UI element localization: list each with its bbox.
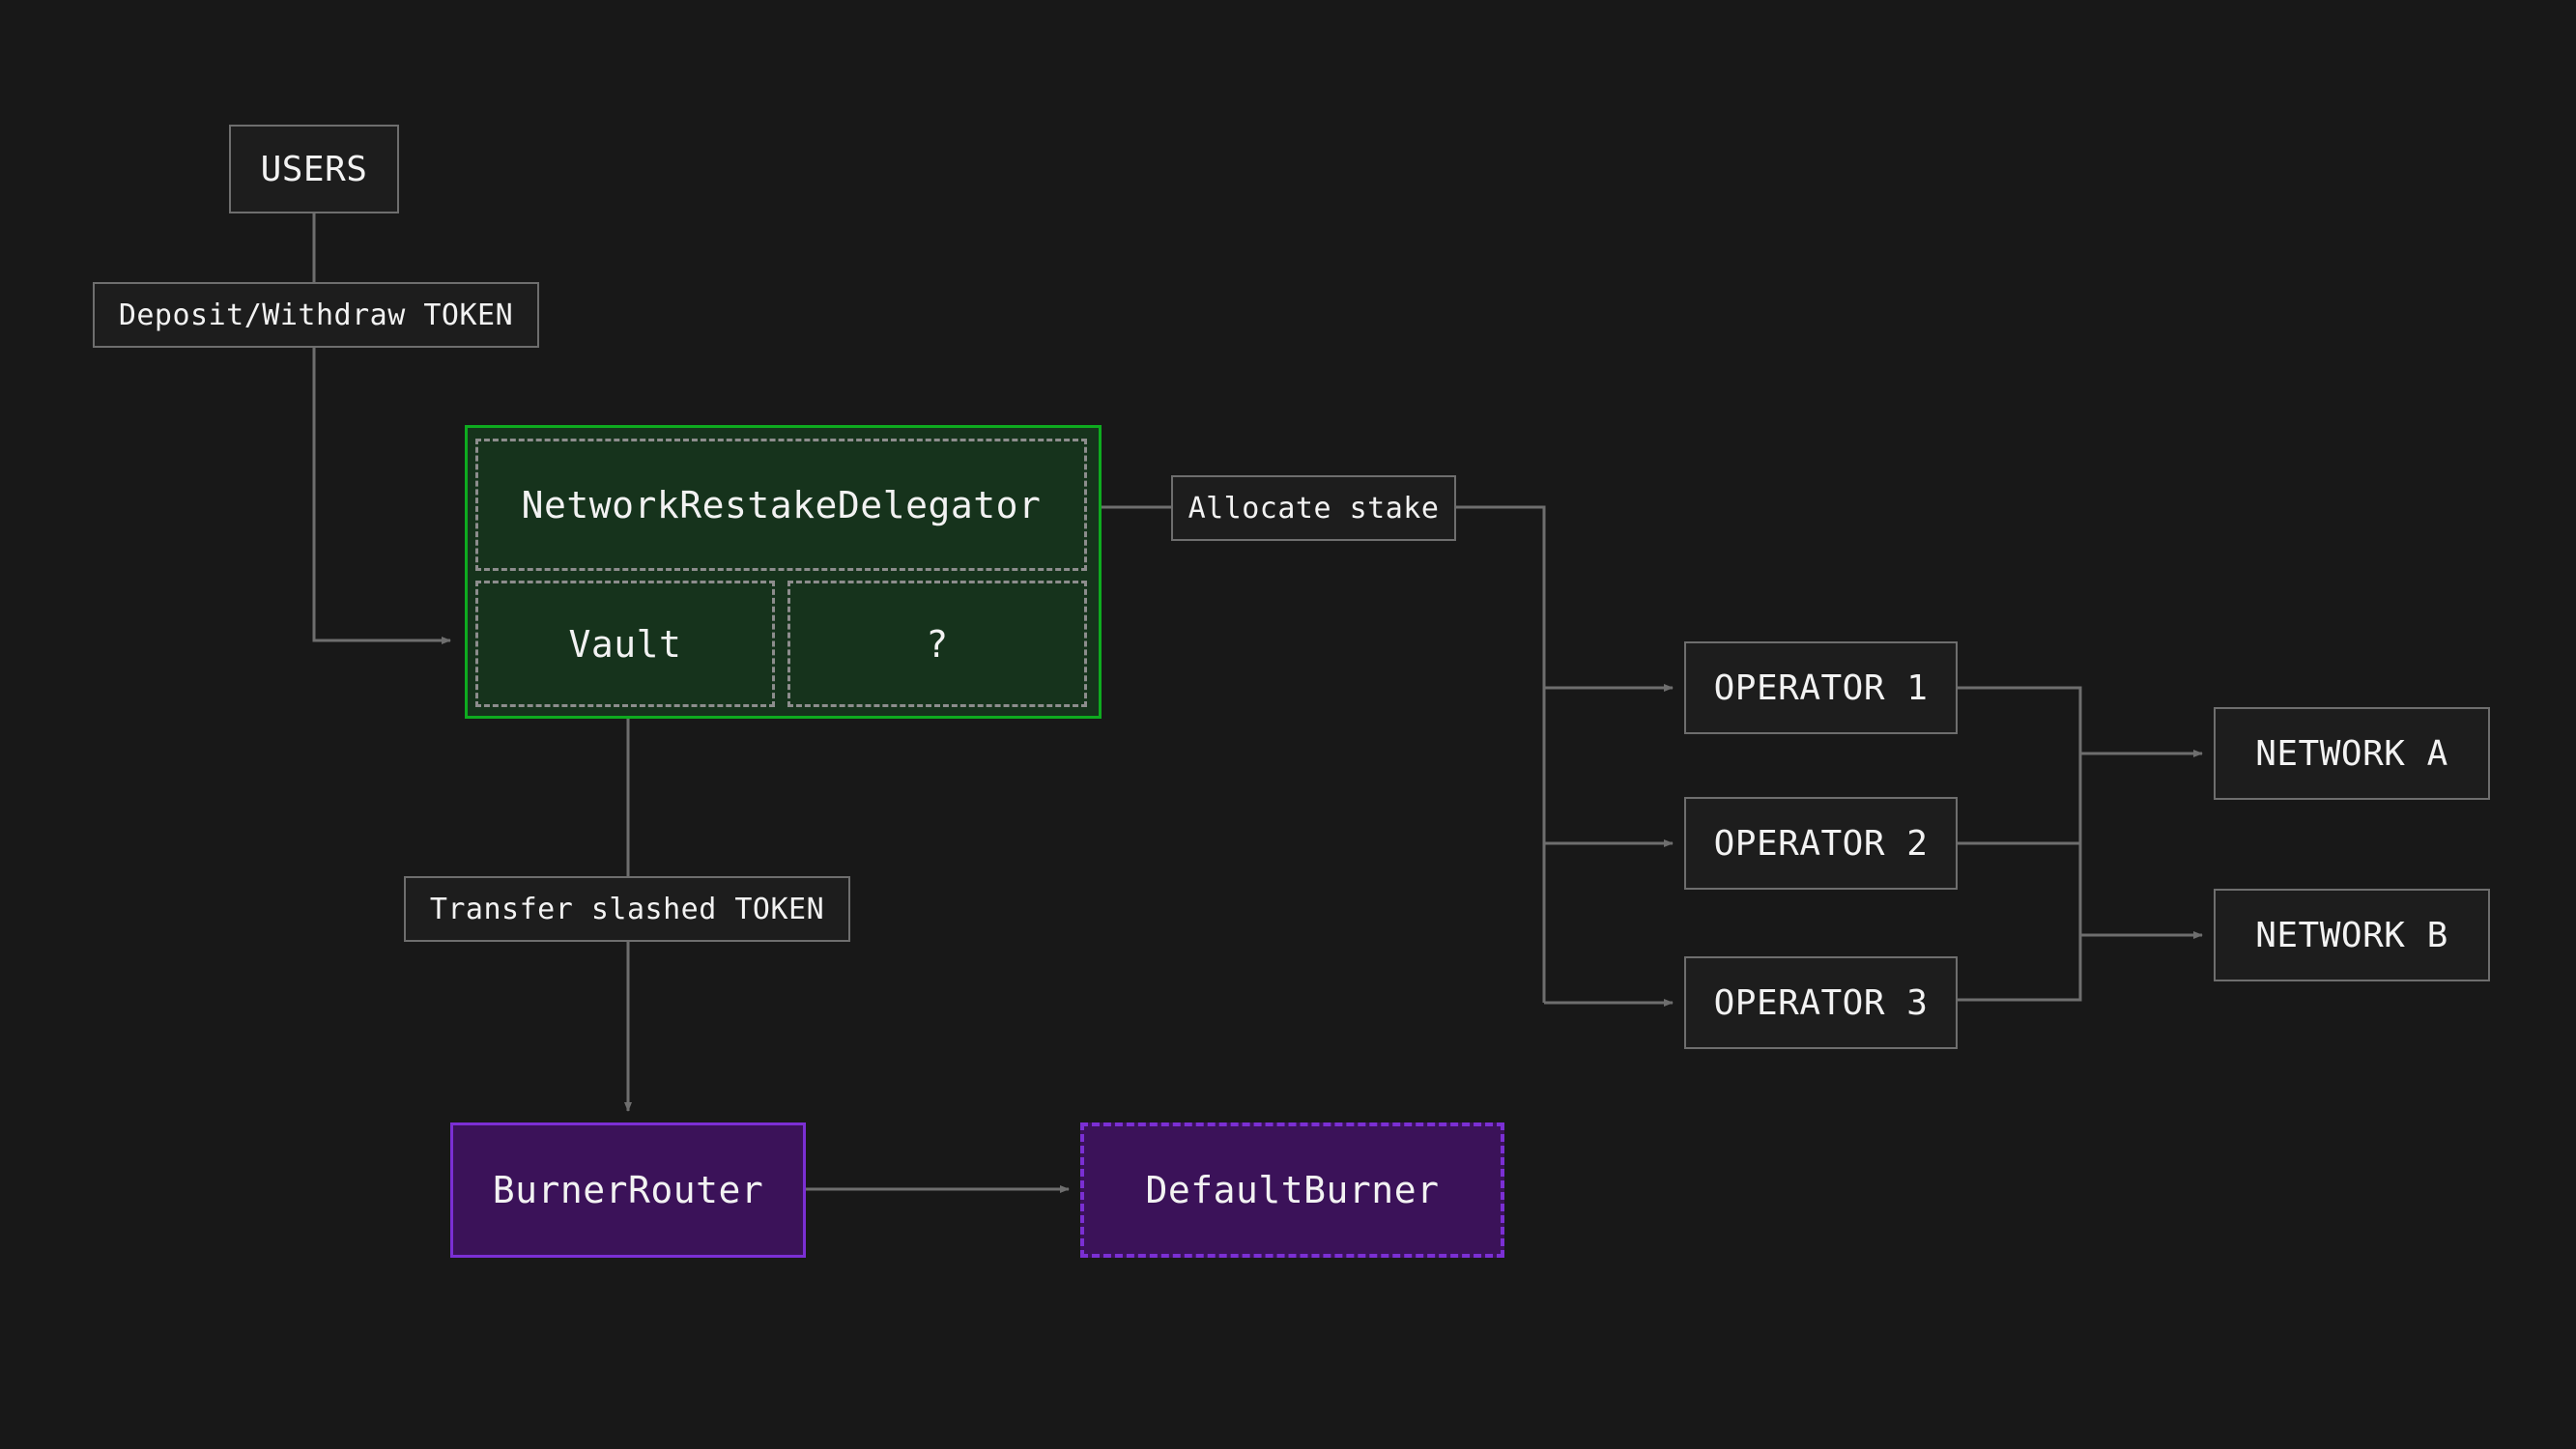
node-vault-label: Vault xyxy=(568,622,682,666)
edge-label-deposit-withdraw: Deposit/Withdraw TOKEN xyxy=(93,282,539,348)
node-operator-3-label: OPERATOR 3 xyxy=(1713,982,1929,1023)
node-network-restake-delegator[interactable]: NetworkRestakeDelegator xyxy=(475,439,1087,571)
node-network-a[interactable]: NETWORK A xyxy=(2214,707,2490,800)
edge-label-allocate-stake-text: Allocate stake xyxy=(1188,491,1440,526)
node-network-restake-delegator-label: NetworkRestakeDelegator xyxy=(521,483,1042,526)
node-network-a-label: NETWORK A xyxy=(2255,733,2448,774)
node-default-burner[interactable]: DefaultBurner xyxy=(1080,1122,1504,1258)
node-network-b[interactable]: NETWORK B xyxy=(2214,889,2490,981)
edge-users-to-vault xyxy=(312,213,451,644)
node-unknown-module[interactable]: ? xyxy=(787,581,1087,707)
node-operator-2-label: OPERATOR 2 xyxy=(1713,823,1929,864)
node-burner-router[interactable]: BurnerRouter xyxy=(450,1122,806,1258)
node-operator-1[interactable]: OPERATOR 1 xyxy=(1684,641,1958,734)
node-burner-router-label: BurnerRouter xyxy=(492,1169,764,1211)
node-vault-group[interactable] xyxy=(465,425,1102,719)
edge-label-transfer-slashed: Transfer slashed TOKEN xyxy=(404,876,850,942)
node-operator-1-label: OPERATOR 1 xyxy=(1713,668,1929,708)
edge-label-deposit-withdraw-text: Deposit/Withdraw TOKEN xyxy=(118,298,514,332)
node-users[interactable]: USERS xyxy=(229,125,399,213)
node-operator-2[interactable]: OPERATOR 2 xyxy=(1684,797,1958,890)
edge-label-transfer-slashed-text: Transfer slashed TOKEN xyxy=(429,892,825,926)
node-users-label: USERS xyxy=(260,149,368,189)
node-default-burner-label: DefaultBurner xyxy=(1145,1169,1440,1211)
edge-label-allocate-stake: Allocate stake xyxy=(1171,475,1456,541)
node-unknown-module-label: ? xyxy=(926,622,949,666)
node-operator-3[interactable]: OPERATOR 3 xyxy=(1684,956,1958,1049)
edge-allocate-to-operators xyxy=(1456,505,1674,1007)
edge-operators-to-networks xyxy=(1958,686,2203,1002)
node-vault[interactable]: Vault xyxy=(475,581,775,707)
node-network-b-label: NETWORK B xyxy=(2255,915,2448,955)
